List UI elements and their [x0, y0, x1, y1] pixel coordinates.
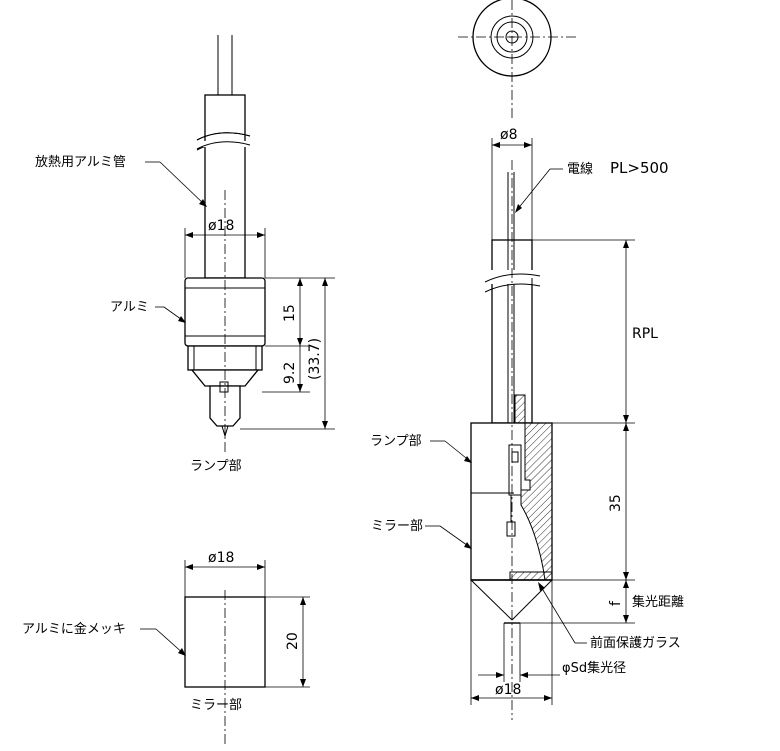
leader-wire	[515, 168, 563, 213]
left-mirror-part	[184, 590, 266, 745]
left-lamp-assembly	[184, 35, 266, 455]
dim-rpl-text: RPL	[632, 326, 658, 342]
label-mirror-part-left: ミラー部	[190, 698, 242, 713]
label-wire: 電線	[567, 161, 593, 177]
label-aluminum: アルミ	[110, 300, 149, 315]
label-heat-tube: 放熱用アルミ管	[35, 155, 126, 170]
leader-lamp-part-right	[430, 440, 472, 463]
dim-mirror-diameter: ø18	[184, 550, 266, 597]
label-lamp-part-right: ランプ部	[370, 434, 422, 449]
label-spot-diameter: φSd集光径	[562, 660, 626, 676]
leader-heat-tube	[145, 161, 207, 207]
dim-right-diameter: ø18	[470, 580, 553, 705]
label-wire-length: PL>500	[610, 159, 669, 177]
right-top-view	[458, 0, 578, 118]
dim-wire-diameter-text: ø8	[500, 127, 517, 143]
dim-tube-diameter: ø18	[184, 218, 266, 278]
dim-mirror-height: 20	[265, 596, 310, 688]
dim-total-height-text: (33.7)	[307, 338, 323, 380]
dim-thread-height-text: 9.2	[282, 362, 298, 384]
dim-aluminum-height-text: 15	[282, 304, 298, 322]
label-lamp-part-left: ランプ部	[190, 459, 242, 474]
label-front-glass: 前面保護ガラス	[590, 635, 681, 651]
dim-focal-text: f	[608, 600, 624, 606]
leader-aluminum	[155, 306, 186, 323]
leader-gold-plating	[140, 628, 186, 656]
dim-right-height-text: 35	[608, 494, 624, 512]
dim-left-vertical: 15 9.2 (33.7)	[240, 277, 335, 430]
label-focal-distance: 集光距離	[632, 594, 684, 610]
dim-mirror-height-text: 20	[285, 632, 301, 650]
leader-front-glass	[538, 582, 587, 644]
dim-right-diameter-text: ø18	[495, 682, 521, 698]
dim-right-vertical: RPL 35 f	[520, 239, 658, 624]
leader-mirror-part-right	[425, 525, 472, 549]
dim-spot-diameter	[478, 623, 560, 682]
dim-tube-diameter-text: ø18	[208, 218, 234, 234]
label-gold-plating: アルミに金メッキ	[22, 621, 126, 637]
dim-mirror-diameter-text: ø18	[208, 550, 234, 566]
label-mirror-part-right: ミラー部	[371, 519, 423, 534]
right-section-view: ø8	[470, 127, 553, 720]
